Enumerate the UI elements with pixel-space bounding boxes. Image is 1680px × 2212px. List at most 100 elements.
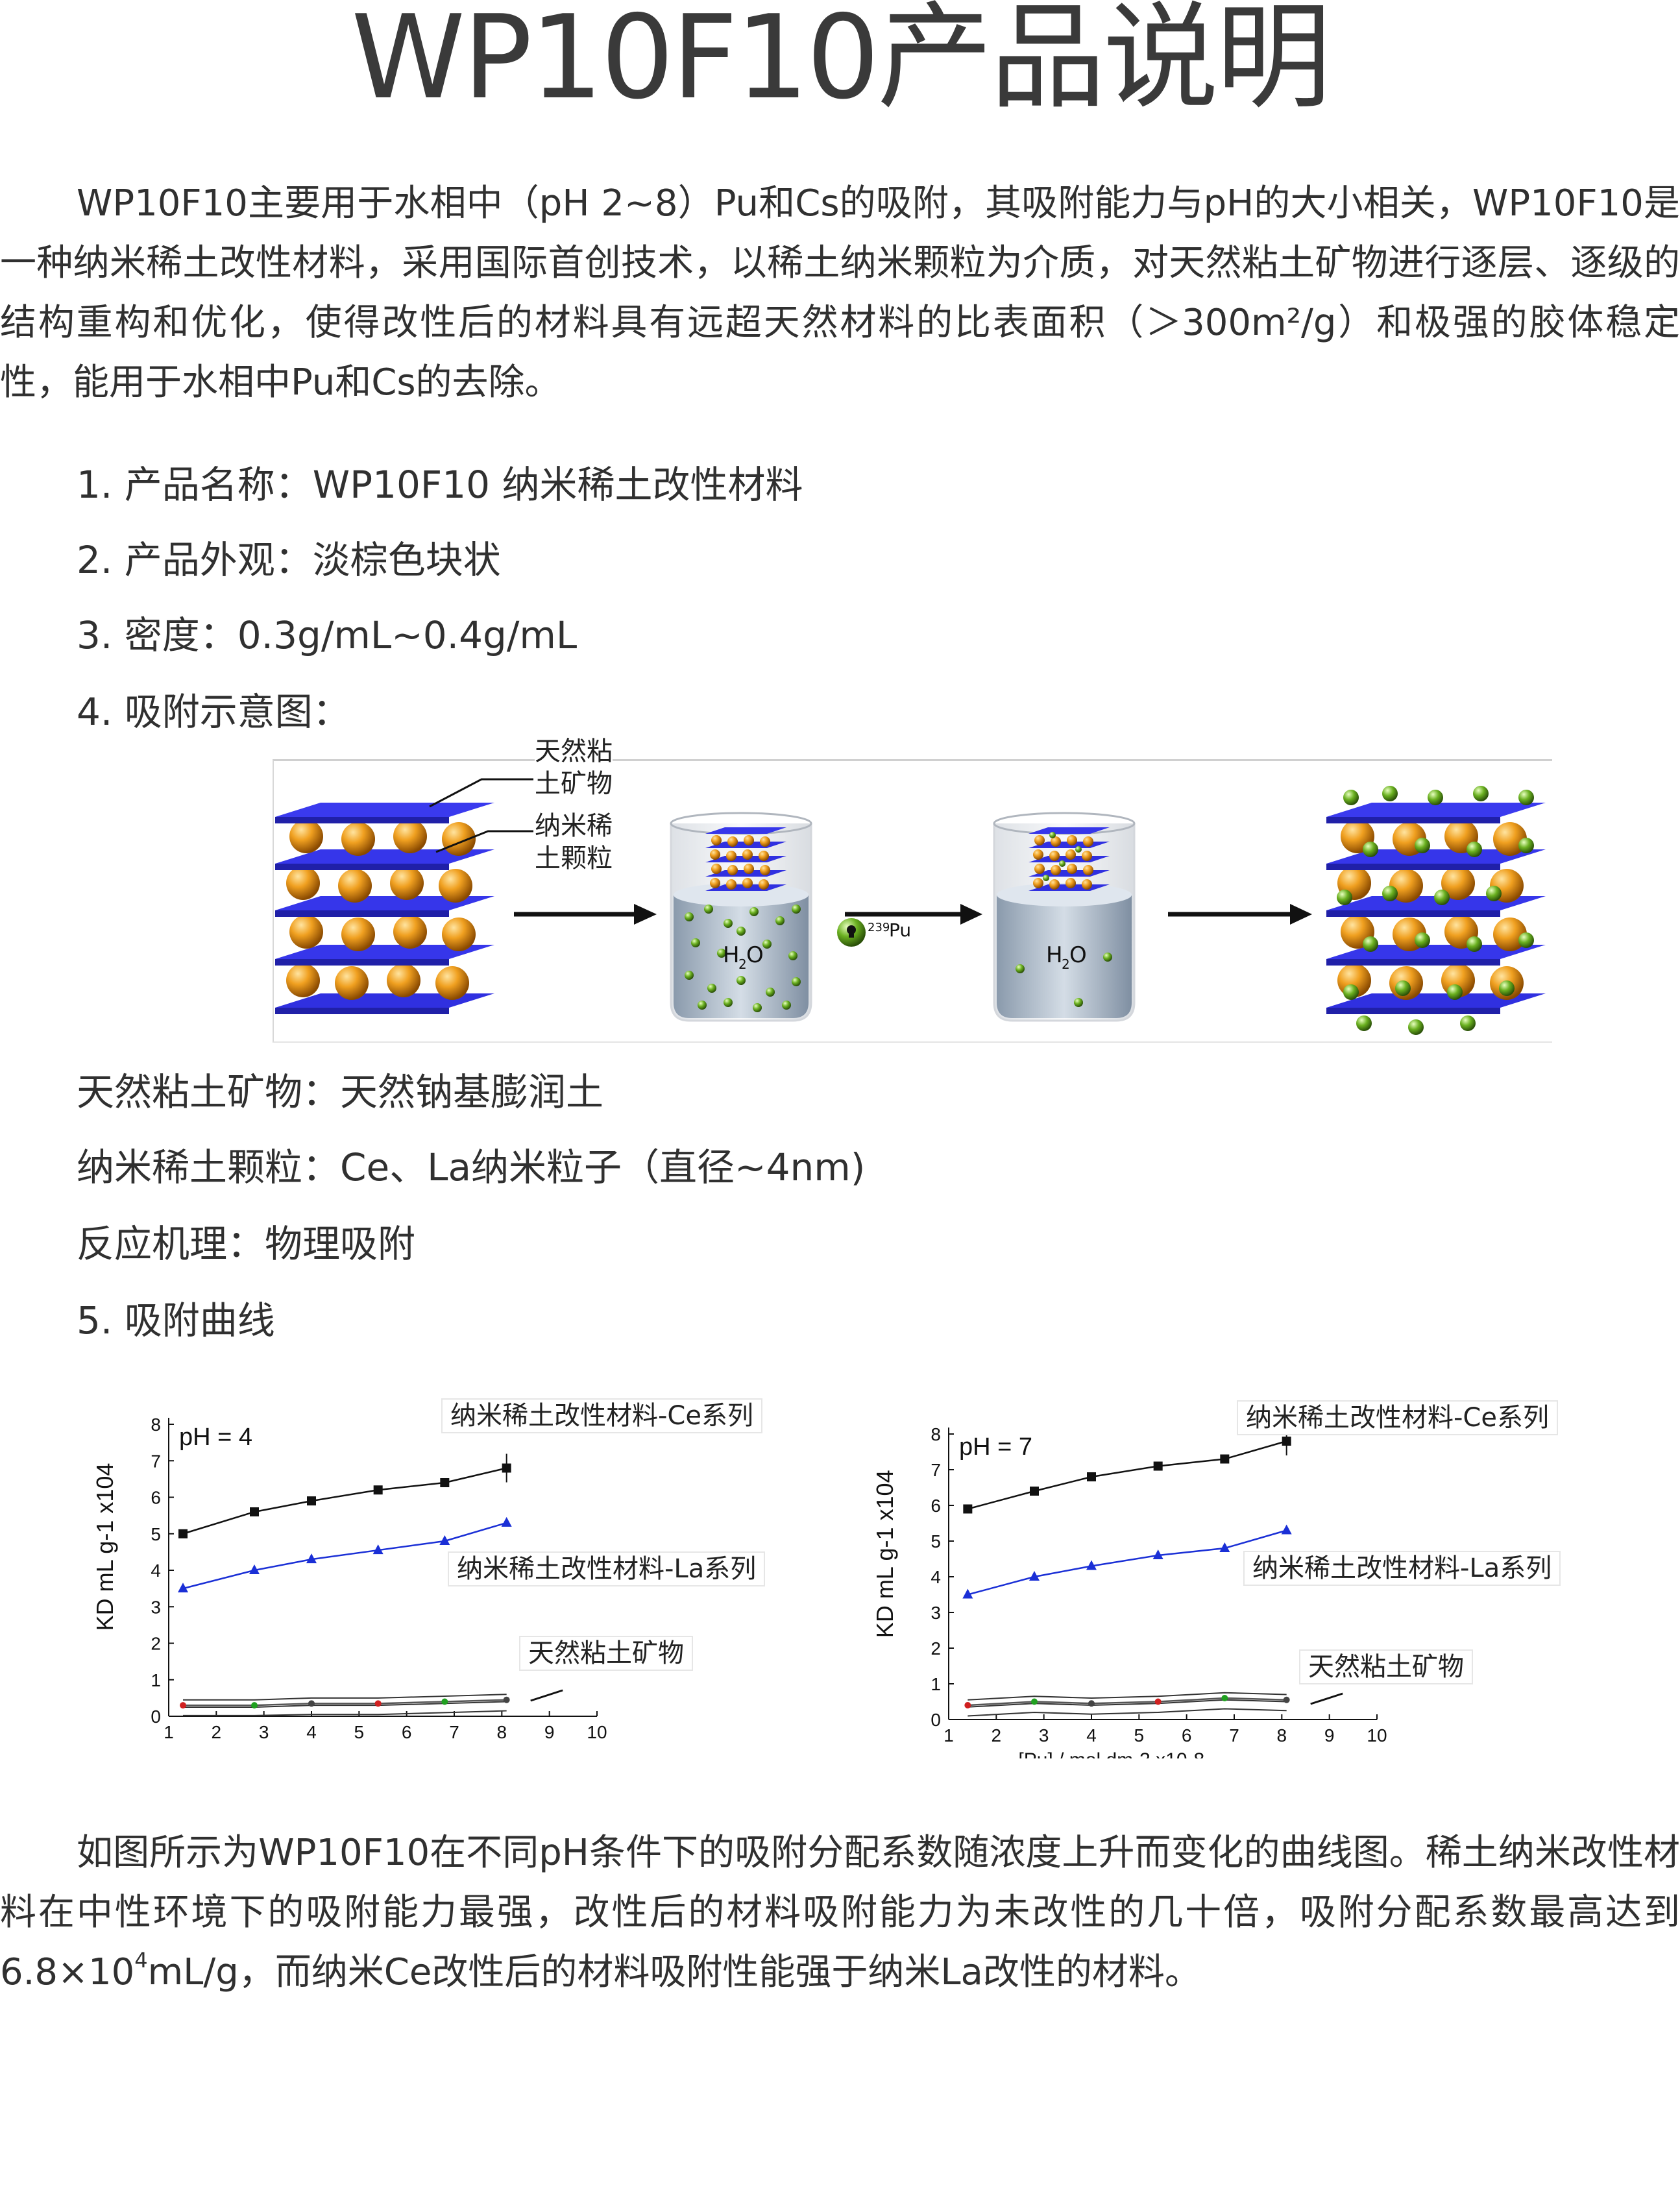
data-point (374, 1700, 382, 1707)
data-point (1086, 1560, 1097, 1570)
data-point (306, 1553, 317, 1564)
label-nano-line-1: 纳米稀 (535, 811, 613, 841)
x-tick-label: 1 (164, 1722, 174, 1742)
x-tick-label: 1 (943, 1725, 954, 1745)
svg-text:O: O (746, 942, 764, 968)
item-density: 3. 密度：0.3g/mL~0.4g/mL (77, 613, 578, 657)
data-point (373, 1485, 383, 1495)
label-nano-particle: 纳米稀 土颗粒 (535, 810, 613, 875)
clay-pointer-line (530, 1689, 563, 1702)
clay-pointer-line (1310, 1692, 1343, 1705)
label-nano-line-2: 土颗粒 (535, 844, 613, 873)
legend-la-ph4: 纳米稀土改性材料-La系列 (448, 1551, 766, 1586)
item-diagram-heading: 4. 吸附示意图： (77, 690, 350, 734)
data-point (372, 1544, 383, 1555)
y-tick-label: 7 (931, 1460, 941, 1480)
y-tick-label: 0 (931, 1710, 941, 1730)
x-tick-label: 5 (354, 1722, 365, 1742)
legend-clay-ph7: 天然粘土矿物 (1299, 1649, 1473, 1684)
item-appearance: 2. 产品外观：淡棕色块状 (77, 538, 501, 582)
x-axis-label: [Pu] / mol dm-3 x10-8 (238, 1746, 424, 1749)
x-tick-label: 9 (1324, 1725, 1335, 1745)
svg-text:2: 2 (738, 956, 747, 972)
data-point (1154, 1698, 1162, 1705)
conclusion-paragraph: 如图所示为WP10F10在不同pH条件下的吸附分配系数随浓度上升而变化的曲线图。… (0, 1823, 1680, 2002)
series-line (968, 1697, 1287, 1707)
data-point (962, 1588, 973, 1599)
svg-text:239: 239 (868, 921, 890, 934)
y-tick-label: 1 (151, 1670, 161, 1690)
beaker-2: H 2 O (993, 812, 1136, 1022)
label-clay-line-2: 土矿物 (535, 769, 613, 799)
label-clay-mineral: 天然粘 土矿物 (535, 735, 613, 800)
svg-text:H: H (723, 942, 740, 968)
data-point (1281, 1524, 1292, 1535)
data-point (1029, 1571, 1040, 1581)
clay-stack-right (1326, 786, 1546, 1035)
series-line (182, 1522, 507, 1590)
data-point (250, 1507, 259, 1516)
arrow-1-icon (514, 904, 657, 925)
x-tick-label: 6 (1182, 1725, 1192, 1745)
adsorption-diagram-graphic: H 2 O 239 Pu (275, 778, 1546, 1035)
item-nano: 纳米稀土颗粒：Ce、La纳米粒子（直径~4nm) (77, 1145, 866, 1189)
clay-stack-left (275, 803, 494, 1014)
y-axis-label: KD mL g-1 x104 (871, 1470, 898, 1638)
x-axis-label: [Pu] / mol dm-3 x10-8 (1018, 1749, 1204, 1758)
data-point (251, 1702, 258, 1709)
y-tick-label: 1 (931, 1674, 941, 1694)
data-point (503, 1696, 510, 1703)
data-point (308, 1700, 315, 1707)
data-point (1153, 1461, 1163, 1471)
x-tick-label: 3 (259, 1722, 269, 1742)
x-tick-label: 10 (587, 1722, 607, 1742)
series-line-clay (968, 1692, 1287, 1701)
arrow-2-icon (845, 904, 982, 925)
y-tick-label: 3 (151, 1597, 161, 1617)
data-point (964, 1702, 971, 1708)
y-tick-label: 4 (931, 1567, 941, 1587)
y-axis-label: KD mL g-1 x104 (91, 1463, 118, 1631)
x-tick-label: 4 (1086, 1725, 1097, 1745)
data-point (441, 1698, 448, 1705)
y-tick-label: 8 (151, 1415, 161, 1435)
chart-title: pH = 7 (959, 1433, 1032, 1461)
x-tick-label: 2 (992, 1725, 1002, 1745)
x-tick-label: 5 (1134, 1725, 1145, 1745)
data-point (249, 1564, 260, 1574)
svg-text:O: O (1069, 942, 1087, 968)
legend-ce-ph4: 纳米稀土改性材料-Ce系列 (441, 1398, 762, 1433)
x-tick-label: 4 (306, 1722, 317, 1742)
conclusion-text-1: 如图所示为WP10F10在不同pH条件下的吸附分配系数随浓度上升而变化的曲线图。… (0, 1832, 1680, 1993)
pu-particle-icon: 239 Pu (837, 918, 911, 947)
data-point (963, 1504, 973, 1514)
item-curve-heading: 5. 吸附曲线 (77, 1298, 275, 1343)
data-point (1220, 1454, 1230, 1464)
conclusion-exponent: 4 (134, 1948, 148, 1973)
clay-leader-line (429, 778, 533, 808)
svg-text:2: 2 (1062, 956, 1070, 972)
x-tick-label: 2 (212, 1722, 222, 1742)
x-tick-label: 8 (497, 1722, 507, 1742)
conclusion-text-2: mL/g，而纳米Ce改性后的材料吸附性能强于纳米La改性的材料。 (147, 1951, 1201, 1993)
data-point (178, 1529, 188, 1538)
x-tick-label: 7 (449, 1722, 459, 1742)
adsorption-diagram: H 2 O 239 Pu (273, 735, 1552, 1043)
x-tick-label: 10 (1367, 1725, 1387, 1745)
item-clay: 天然粘土矿物：天然钠基膨润土 (77, 1070, 604, 1114)
data-point (439, 1535, 450, 1545)
data-point (307, 1496, 316, 1506)
item-product-name: 1. 产品名称：WP10F10 纳米稀土改性材料 (77, 463, 803, 507)
y-tick-label: 5 (151, 1524, 161, 1544)
y-tick-label: 8 (931, 1424, 941, 1444)
arrow-3-icon (1168, 904, 1312, 925)
data-point (1088, 1700, 1095, 1707)
y-tick-label: 5 (931, 1531, 941, 1551)
svg-text:H: H (1046, 942, 1063, 968)
x-tick-label: 3 (1039, 1725, 1049, 1745)
x-tick-label: 9 (544, 1722, 555, 1742)
beaker-1: H 2 O (670, 812, 812, 1022)
item-mechanism: 反应机理：物理吸附 (77, 1222, 416, 1266)
